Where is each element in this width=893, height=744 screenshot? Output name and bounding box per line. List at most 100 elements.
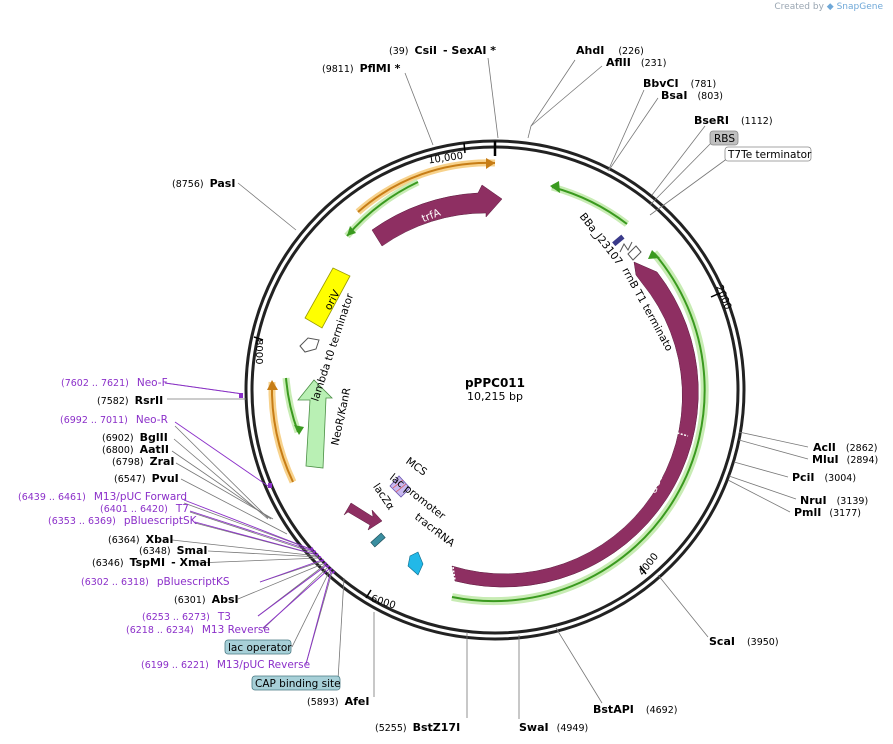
primer-neor[interactable]: (6992 .. 7011)Neo-R — [60, 414, 168, 426]
cap-site-tag-bg — [251, 675, 341, 691]
bba-promoter-group[interactable] — [612, 234, 642, 261]
rbs-marker-icon — [619, 241, 633, 253]
primer-pbks[interactable]: (6302 .. 6318)pBluescriptKS — [81, 576, 230, 588]
site-mlui[interactable]: MluI(2894) — [812, 453, 878, 466]
site-aatii[interactable]: (6800)AatII — [102, 443, 169, 456]
snapgene-logo-icon: ◆ — [826, 2, 834, 12]
leader-rbs — [649, 141, 713, 206]
site-scai[interactable]: ScaI(3950) — [709, 635, 779, 648]
primer-labels: (7602 .. 7621)Neo-F (6992 .. 7011)Neo-R … — [18, 377, 310, 671]
tracrrna-arrow[interactable] — [407, 551, 424, 576]
tick-2000 — [710, 292, 721, 298]
site-pvui[interactable]: (6547)PvuI — [114, 472, 179, 485]
site-leaders — [164, 57, 809, 719]
primer-leader-m13fwd — [183, 499, 314, 551]
lac-promoter-box[interactable] — [370, 532, 386, 548]
dcas9-segment-mark-2 — [452, 566, 456, 581]
leader-nrui — [728, 475, 797, 500]
primer-leader-m13pucrev — [305, 570, 332, 665]
leader-pmli — [727, 479, 791, 513]
leader-zrai — [175, 462, 274, 520]
primer-leader-pbks — [259, 559, 323, 583]
tick-10000 — [463, 142, 466, 154]
primer-m13rev[interactable]: (6218 .. 6234)M13 Reverse — [126, 624, 270, 636]
t7te-tag-label: T7Te terminator — [727, 149, 812, 161]
backbone — [244, 139, 746, 641]
site-aflii[interactable]: AflII(231) — [606, 56, 666, 69]
dcas9-segment-mark-1 — [673, 431, 689, 437]
orf-top-orange — [357, 161, 496, 213]
leader-mlui — [738, 439, 809, 460]
site-zrai[interactable]: (6798)ZraI — [112, 455, 175, 468]
site-bstz17i[interactable]: (5255)BstZ17I — [375, 721, 460, 734]
site-csi[interactable]: (39)CsiI- SexAI * — [389, 44, 496, 57]
rbs-tag[interactable]: RBS — [709, 130, 739, 146]
site-ahdi[interactable]: AhdI(226) — [576, 44, 644, 57]
plasmid-length: 10,215 bp — [467, 390, 523, 403]
primer-neof[interactable]: (7602 .. 7621)Neo-F — [61, 377, 168, 389]
oriv-box[interactable] — [304, 267, 351, 329]
primer-m13fwd[interactable]: (6439 .. 6461)M13/pUC Forward — [18, 491, 187, 503]
neokanr-label: NeoR/KanR — [329, 387, 353, 447]
dcas9-arrow[interactable] — [451, 261, 699, 588]
primer-t7[interactable]: (6401 .. 6420)T7 — [100, 503, 189, 515]
primer-mark-neof — [239, 393, 243, 398]
leader-m13fwd — [183, 502, 314, 551]
cap-site-tag[interactable]: CAP binding site — [251, 675, 341, 691]
site-xbai[interactable]: (6364)XbaI — [108, 533, 173, 546]
leader-ahdi — [527, 59, 576, 139]
lacz-alpha-arrow[interactable] — [343, 502, 383, 531]
leader-tspmi — [195, 557, 321, 564]
leader-aflii — [530, 65, 603, 127]
t7te-tag[interactable]: T7Te terminator — [724, 146, 812, 162]
site-acli[interactable]: AclI(2862) — [813, 441, 878, 454]
t7te-tag-bg — [724, 146, 812, 162]
site-absi[interactable]: (6301)AbsI — [174, 593, 239, 606]
site-pcii[interactable]: PciI(3004) — [792, 471, 856, 484]
site-swai[interactable]: SwaI(4949) — [519, 721, 588, 734]
leader-xbai — [171, 539, 319, 557]
lambda-terminator-icon[interactable] — [299, 337, 320, 353]
site-tspmi[interactable]: (6346)TspMI- XmaI — [92, 556, 211, 569]
tick-4000 — [639, 565, 647, 575]
leader-neor — [174, 425, 269, 519]
primer-leader-neof — [164, 382, 244, 395]
leader-pvui — [180, 478, 288, 535]
primer-m13pucrev[interactable]: (6199 .. 6221)M13/pUC Reverse — [141, 659, 310, 671]
mcs-box[interactable] — [389, 475, 411, 498]
primer-leaders — [164, 382, 336, 665]
site-bsai[interactable]: BsaI(803) — [661, 89, 723, 102]
leader-lacop — [291, 569, 331, 648]
tick-6000 — [365, 589, 372, 599]
cap-site-tag-label: CAP binding site — [255, 678, 341, 690]
tick-label-8000: 8000 — [253, 339, 264, 364]
site-pmli[interactable]: PmlI(3177) — [794, 506, 861, 519]
watermark-brand: SnapGene — [836, 2, 883, 12]
site-bglii[interactable]: (6902)BglII — [102, 431, 168, 444]
primer-pbsk[interactable]: (6353 .. 6369)pBluescriptSK — [48, 515, 198, 527]
site-bbvci[interactable]: BbvCI(781) — [643, 77, 716, 90]
leader-pasi — [237, 182, 297, 231]
leader-csi — [487, 57, 499, 139]
neokanr-arrow[interactable] — [297, 379, 333, 469]
lac-operator-tag[interactable]: lac operator — [224, 639, 292, 655]
site-rsrii[interactable]: (7582)RsrII — [97, 394, 163, 407]
site-labels: (39)CsiI- SexAI * (9811)PflMI * AhdI(226… — [92, 44, 878, 734]
primer-t3[interactable]: (6253 .. 6273)T3 — [142, 611, 231, 623]
leader-bstapi — [555, 627, 603, 704]
leader-cap — [337, 577, 345, 681]
leader-bsai — [608, 97, 659, 171]
site-smai[interactable]: (6348)SmaI — [139, 544, 208, 557]
leader-scai — [657, 574, 709, 638]
site-bstapi[interactable]: BstAPI(4692) — [593, 703, 677, 716]
lac-operator-tag-bg — [224, 639, 292, 655]
orf-right-green-head — [550, 181, 560, 193]
trfa-arrow[interactable] — [371, 184, 503, 247]
mcs-stripe-red-2 — [395, 483, 407, 493]
site-nrui[interactable]: NruI(3139) — [800, 494, 868, 507]
site-afei[interactable]: (5893)AfeI — [307, 695, 369, 708]
site-pfimi[interactable]: (9811)PflMI * — [322, 62, 401, 75]
site-pasi[interactable]: (8756)PasI — [172, 177, 235, 190]
site-bseri[interactable]: BseRI(1112) — [694, 114, 773, 127]
